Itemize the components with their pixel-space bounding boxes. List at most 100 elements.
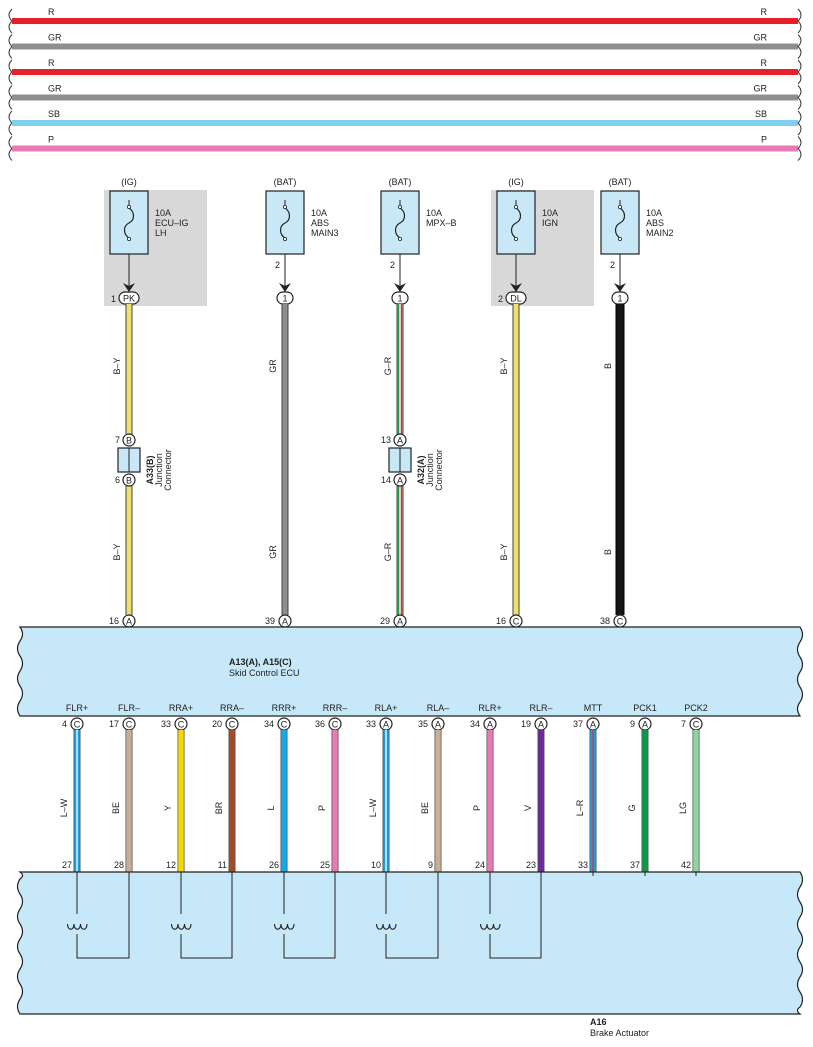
connector-pin-number: 2 <box>275 260 280 270</box>
actuator-pin-number: 9 <box>428 860 433 870</box>
ecu-pin-number: 16 <box>496 616 506 626</box>
fuse-label-line: 10A <box>311 208 327 218</box>
bus-label-right: SB <box>755 109 767 119</box>
fuse-label-line: ABS <box>646 218 664 228</box>
output-rrr-: RRR–36CP25RRR– <box>315 703 363 886</box>
ecu-connector-code: C <box>617 617 624 627</box>
junction-pin-bottom: 6 <box>115 475 120 485</box>
output-wire-color: L–W <box>59 798 69 817</box>
bus-label-left: P <box>48 135 54 145</box>
arrow-icon <box>279 283 291 292</box>
arrow-icon <box>394 283 406 292</box>
ecu-output-label: PCK1 <box>633 703 657 713</box>
coil-gap <box>281 914 287 934</box>
output-pck1: PCK19AG37PCK1 <box>627 703 672 886</box>
fuse-terminal-bottom <box>514 236 519 241</box>
fuse-label-line: 10A <box>155 208 171 218</box>
fuse-element <box>614 207 626 239</box>
bus-right-edge <box>797 85 802 110</box>
ecu-output-label: RLR– <box>529 703 552 713</box>
ecu-output-pin: 37 <box>573 719 583 729</box>
power-source-label: (BAT) <box>274 177 297 187</box>
coil-icon <box>273 923 295 930</box>
bus-right-edge <box>797 59 802 85</box>
actuator-pin-number: 23 <box>526 860 536 870</box>
ecu-output-pin: 20 <box>212 719 222 729</box>
output-wire-color: Y <box>163 805 173 811</box>
ecu-body <box>16 626 804 717</box>
ecu-output-label: RLR+ <box>478 703 501 713</box>
ecu-output-pin: 17 <box>109 719 119 729</box>
bus-left-edge <box>8 85 13 110</box>
junction-conn-bottom: A <box>397 476 403 486</box>
bus-right-edge <box>797 110 802 136</box>
ecu-title: A13(A), A15(C) <box>229 657 292 667</box>
junction-pin-bottom: 14 <box>381 475 391 485</box>
bus-label-right: R <box>761 58 768 68</box>
actuator-pin-number: 11 <box>218 860 227 870</box>
ecu-output-label: FLR– <box>118 703 140 713</box>
actuator-name: Brake Actuator <box>590 1028 649 1038</box>
actuator-pin-number: 26 <box>269 860 279 870</box>
ecu-output-conn-code: A <box>590 720 596 730</box>
output-wire-color: BE <box>111 802 121 814</box>
wire-color-label: B–Y <box>499 357 509 374</box>
power-source-label: (BAT) <box>609 177 632 187</box>
fuse-element <box>123 207 135 239</box>
bus-right-edge <box>797 136 802 161</box>
ecu-output-label: RRR+ <box>272 703 297 713</box>
fuse-terminal-top <box>618 204 623 209</box>
ecu-output-pin: 33 <box>161 719 171 729</box>
bus-label-right: R <box>761 7 768 17</box>
junction-conn-top: A <box>397 436 403 446</box>
actuator-pin-number: 27 <box>62 860 72 870</box>
output-wire-color: P <box>472 805 482 811</box>
bus-label-left: GR <box>48 33 62 43</box>
wire-color-label: B–Y <box>112 543 122 560</box>
ecu-output-conn-code: A <box>487 720 493 730</box>
actuator-pin-number: 24 <box>475 860 485 870</box>
ecu-output-label: MTT <box>584 703 603 713</box>
fuse-element <box>394 207 406 239</box>
fuse-element <box>510 207 522 239</box>
ecu-output-pin: 19 <box>521 719 531 729</box>
junction-label-line: Connector <box>434 449 444 491</box>
junction-conn-top: B <box>126 436 132 446</box>
solenoid-2 <box>170 872 233 959</box>
fuse-terminal-top <box>127 204 132 209</box>
bus-label-left: GR <box>48 84 62 94</box>
output-rlr-: RLR–19AV23RLR– <box>521 703 567 886</box>
output-wire-color: LG <box>678 802 688 814</box>
fuse-label-line: MAIN3 <box>311 228 339 238</box>
wire-color-label: B–Y <box>112 357 122 374</box>
fuse-terminal-bottom <box>127 236 132 241</box>
connector-code: 1 <box>282 294 287 304</box>
ecu-output-conn-code: C <box>693 720 700 730</box>
output-rra-: RRA–20CBR11RRA– <box>212 703 259 886</box>
output-flr-: FLR–17CBE28FLR– <box>109 703 154 886</box>
ecu-output-label: FLR+ <box>66 703 88 713</box>
power-source-label: (IG) <box>121 177 137 187</box>
connector-code: 1 <box>617 294 622 304</box>
ecu-output-conn-code: C <box>178 720 185 730</box>
bus-left-edge <box>8 8 13 34</box>
connector-code: DL <box>510 294 522 304</box>
actuator-pin-number: 10 <box>371 860 381 870</box>
fuse-section: (IG)10AECU–IGLH1PKB–YB–Y16AIG1(BAT)10AAB… <box>104 177 674 642</box>
wire-color-label: G–R <box>383 356 393 375</box>
junction-label-line: Junction <box>425 453 435 487</box>
bus-right-edge <box>797 34 802 59</box>
coil-gap <box>178 914 184 934</box>
fuse-element <box>279 207 291 239</box>
ecu-output-label: RLA+ <box>375 703 398 713</box>
fuse-column-2: (BAT)10AABSMAIN321GRGR39ADI1 <box>265 177 339 642</box>
fuse-terminal-bottom <box>282 236 287 241</box>
